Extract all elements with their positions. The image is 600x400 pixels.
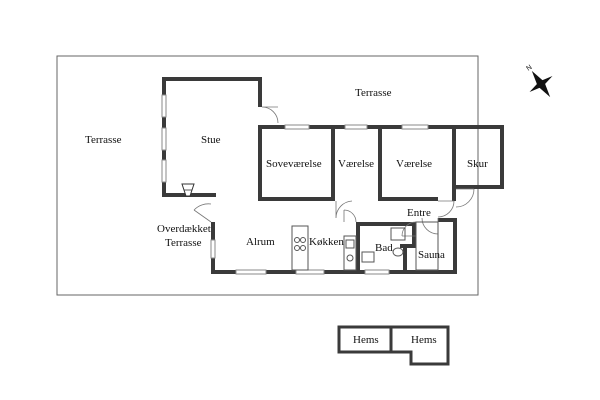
room-label-skur: Skur	[467, 158, 488, 170]
room-label-sovevaerelse: Soveværelse	[266, 158, 322, 170]
room-label-sauna: Sauna	[418, 249, 445, 261]
room-label-stue: Stue	[201, 134, 221, 146]
bath-fixtures	[361, 221, 439, 271]
svg-text:N: N	[525, 64, 533, 73]
room-label-hems-2: Hems	[411, 334, 437, 346]
room-label-terrasse-left: Terrasse	[85, 134, 122, 146]
room-label-alrum: Alrum	[246, 236, 275, 248]
room-label-entre: Entre	[407, 207, 431, 219]
room-label-terrasse-top: Terrasse	[355, 87, 392, 99]
room-label-vaerelse-1: Værelse	[338, 158, 374, 170]
room-label-bad: Bad	[375, 242, 393, 254]
windows	[161, 94, 429, 275]
room-label-overdaekket-terrasse: Terrasse	[165, 237, 202, 249]
room-label-kokken: Køkken	[309, 236, 344, 248]
fireplace-icon	[181, 183, 195, 197]
hems-plan	[337, 325, 450, 366]
kitchen-fixtures	[291, 225, 357, 271]
room-label-overdaekket: Overdækket	[157, 223, 211, 235]
room-label-vaerelse-2: Værelse	[396, 158, 432, 170]
plot-boundary	[56, 55, 479, 296]
room-label-hems-1: Hems	[353, 334, 379, 346]
north-arrow-icon: N	[525, 64, 553, 98]
